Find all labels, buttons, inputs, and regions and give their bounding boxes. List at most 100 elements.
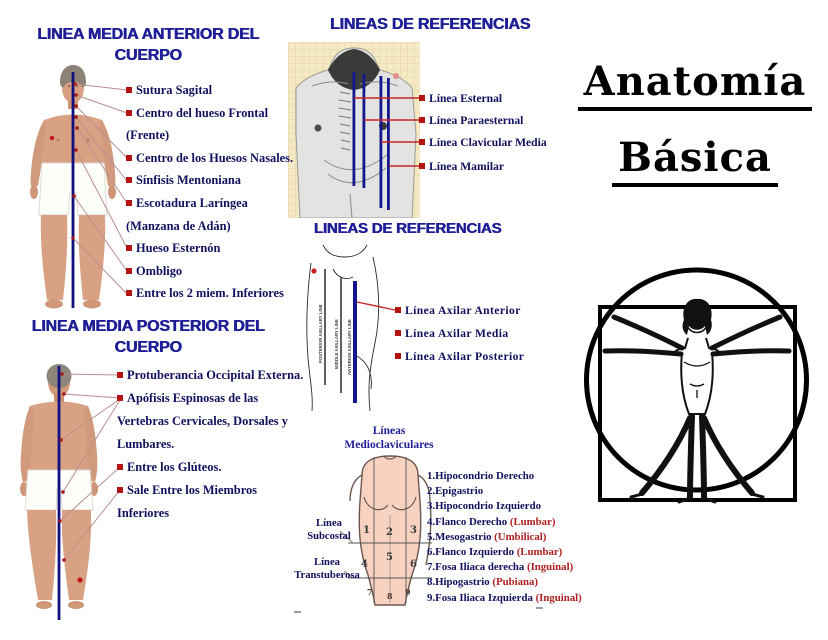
reference-label: Línea Esternal xyxy=(419,92,502,105)
label-line: Protuberancia Occipital Externa. xyxy=(117,364,303,387)
label-text: Escotadura Laríngea xyxy=(136,195,248,210)
list-item: 6.Flanco Izquierdo (Lumbar) xyxy=(427,545,582,560)
list-item: 4.Flanco Derecho (Lumbar) xyxy=(427,515,582,530)
label-text: Apófisis Espinosas de las xyxy=(127,391,259,405)
anterior-section-title: LINEA MEDIA ANTERIOR DEL CUERPO xyxy=(37,26,259,64)
anterior-midline xyxy=(71,72,75,308)
item-text: 2.Epigastrio xyxy=(427,485,484,498)
region-number: 7 xyxy=(367,587,373,597)
anterior-label-list: Sutura Sagital Centro del hueso Frontal … xyxy=(126,79,293,305)
region-number: 6 xyxy=(410,559,417,570)
references-title-2: LINEAS DE REFERENCIAS xyxy=(313,220,502,237)
red-square-bullet xyxy=(419,117,425,123)
posterior-midline xyxy=(57,366,61,620)
red-square-bullet xyxy=(117,372,123,378)
red-square-bullet xyxy=(395,330,401,336)
label-text: Lumbares. xyxy=(117,437,175,451)
red-square-bullet xyxy=(126,177,132,184)
label-text: Entre los Glúteos. xyxy=(127,460,222,474)
subcostal-label: Línea Subcostal xyxy=(307,518,351,542)
item-text: 8.Hipogastrio xyxy=(427,576,493,589)
red-square-bullet xyxy=(419,163,425,169)
red-square-bullet xyxy=(117,395,123,401)
red-square-bullet xyxy=(117,464,123,470)
reference-label: Línea Axilar Posterior xyxy=(395,350,524,363)
label-text: Línea Esternal xyxy=(429,92,503,105)
red-square-bullet xyxy=(419,95,425,101)
label-text: Sutura Sagital xyxy=(136,83,213,97)
red-square-bullet xyxy=(117,487,123,493)
reference-label: Línea Paraesternal xyxy=(419,114,523,127)
list-item: 5.Mesogastrio (Umbilical) xyxy=(427,530,582,545)
abdominal-regions-list: 1.Hipocondrio Derecho 2.Epigastrio 3.Hip… xyxy=(427,469,582,606)
label-text: Línea Axilar Anterior xyxy=(405,304,521,317)
label-text: Centro del hueso Frontal xyxy=(136,105,269,120)
red-square-bullet xyxy=(126,109,132,116)
rotated-line-label: ANTERIOR AXILLARY LINE xyxy=(347,319,352,375)
label-line: Centro de los Huesos Nasales. xyxy=(126,147,293,170)
label-text: (Manzana de Adán) xyxy=(126,218,231,233)
main-title-line-2-wrap: Básica xyxy=(575,134,815,187)
page-title: Anatomía xyxy=(577,58,813,111)
list-item: 8.Hipogastrio (Pubiana) xyxy=(427,575,582,590)
rotated-line-label: MIDDLE AXILLARY LINE xyxy=(334,319,339,369)
label-line: Centro del hueso Frontal xyxy=(126,102,293,125)
vitruvian-man-figure xyxy=(584,267,809,504)
red-square-bullet xyxy=(395,307,401,313)
label-text: Protuberancia Occipital Externa. xyxy=(127,368,304,382)
reference-label: Línea Axilar Anterior xyxy=(395,304,521,317)
label-text: (Frente) xyxy=(126,128,170,143)
references-title-1: LINEAS DE REFERENCIAS xyxy=(329,16,531,33)
region-number: 4 xyxy=(361,559,368,570)
red-square-bullet xyxy=(126,154,132,161)
label-text: Línea Paraesternal xyxy=(429,114,524,127)
anterior-axillary-line xyxy=(353,281,357,403)
list-item: 3.Hipocondrio Izquierdo xyxy=(427,499,582,514)
label-text: Centro de los Huesos Nasales. xyxy=(136,150,294,165)
label-text: Línea Clavicular Media xyxy=(429,136,547,149)
label-text: Línea Mamilar xyxy=(429,160,505,173)
region-number: 2 xyxy=(386,527,393,538)
chest-red-marker xyxy=(49,135,55,141)
label-line: Entre los Glúteos. xyxy=(117,456,303,479)
item-text: 4.Flanco Derecho xyxy=(427,515,510,528)
red-square-bullet xyxy=(395,353,401,359)
reference-label: Línea Mamilar xyxy=(419,160,504,173)
label-text: Inferiores xyxy=(117,506,170,520)
anterior-body-figure xyxy=(30,65,116,309)
label-line: Vertebras Cervicales, Dorsales y xyxy=(117,410,303,433)
region-number: 8 xyxy=(387,591,393,601)
label-line: Inferiores xyxy=(117,502,303,525)
item-paren: (Pubiana) xyxy=(492,576,538,589)
region-number: 5 xyxy=(386,552,393,563)
reference-label: Línea Clavicular Media xyxy=(419,136,547,149)
label-line: Apófisis Espinosas de las xyxy=(117,387,303,410)
item-text: 9.Fosa Iliaca Izquierda xyxy=(427,591,536,604)
label-line: Sínfisis Mentoniana xyxy=(126,169,293,192)
page-artifact-mark xyxy=(294,611,301,613)
label-line: Sutura Sagital xyxy=(126,79,293,102)
axillary-reference-figure: POSTERIOR AXILLARY LINE MIDDLE AXILLARY … xyxy=(306,244,380,411)
transtuberous-label: Línea Transtuberosa xyxy=(294,557,360,581)
item-text: 7.Fosa Iliaca derecha xyxy=(427,561,527,574)
posterior-section-title: LINEA MEDIA POSTERIOR DEL CUERPO xyxy=(31,318,265,356)
red-square-bullet xyxy=(126,267,132,274)
label-line: Hueso Esternón xyxy=(126,237,293,260)
item-text: 3.Hipocondrio Izquierdo xyxy=(427,500,541,513)
page-artifact-mark xyxy=(536,607,543,609)
label-line: (Frente) xyxy=(126,124,293,147)
posterior-label-list: Protuberancia Occipital Externa. Apófisi… xyxy=(117,364,303,525)
posterior-red-marker xyxy=(77,577,83,583)
label-text: Sale Entre los Miembros xyxy=(127,483,257,497)
rotated-line-label: POSTERIOR AXILLARY LINE xyxy=(318,304,323,363)
label-text: Línea Axilar Posterior xyxy=(405,350,525,363)
reference-label: Línea Axilar Media xyxy=(395,327,509,340)
label-text: Vertebras Cervicales, Dorsales y xyxy=(117,414,288,428)
red-square-bullet xyxy=(419,139,425,145)
item-paren: (Inguinal) xyxy=(526,561,574,574)
label-line: Ombligo xyxy=(126,260,293,283)
item-paren: (Inguinal) xyxy=(535,591,582,604)
list-item: 9.Fosa Iliaca Izquierda (Inguinal) xyxy=(427,591,582,606)
red-square-bullet xyxy=(126,290,132,297)
